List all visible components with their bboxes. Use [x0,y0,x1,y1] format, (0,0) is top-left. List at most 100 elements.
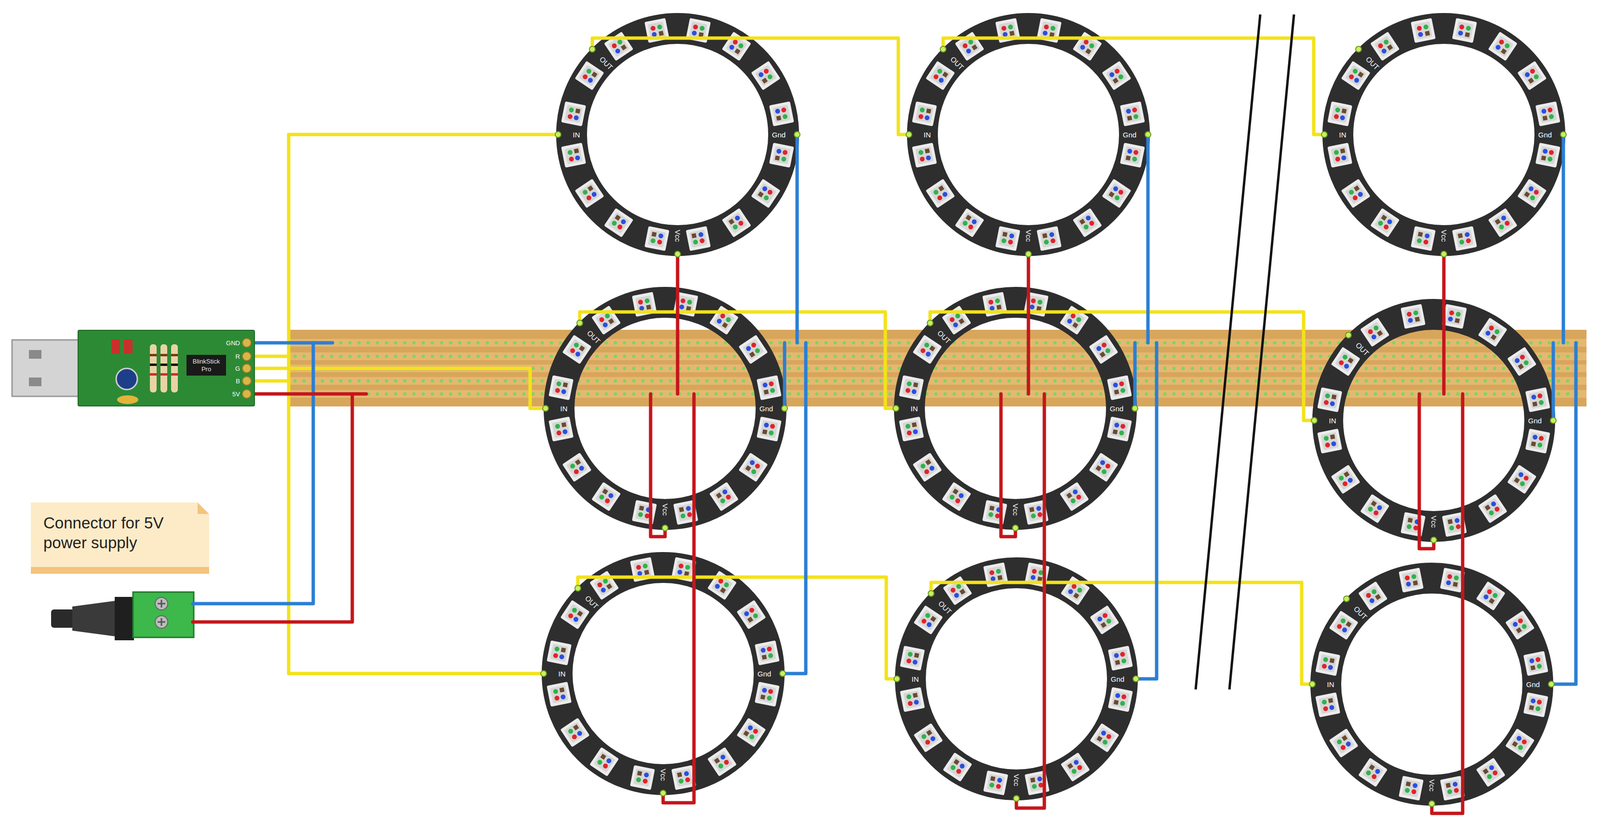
strip-hole [1236,392,1240,396]
led-red [1370,773,1378,780]
led-body [1315,692,1341,718]
led-die [942,71,948,78]
strip-hole [1062,354,1067,359]
led-die [1079,218,1086,225]
strip-hole [385,379,389,383]
strip-hole [852,354,856,359]
ring-pins [540,46,1567,807]
strip-hole [668,379,673,383]
led-blue [1331,440,1337,447]
led-green [1534,705,1541,712]
strip-hole [687,341,691,345]
strip-hole [540,354,545,359]
led-red [780,106,787,113]
led-green [1423,24,1429,30]
strip-hole [1080,354,1085,359]
strip-hole [586,392,590,396]
strip-hole [531,379,535,383]
led-body [1315,650,1341,676]
rgb-led [925,60,956,91]
rgb-led [1106,416,1133,442]
led-body [560,599,590,629]
strip-hole [870,392,874,396]
led-red [1406,311,1413,318]
led-green [1119,700,1126,707]
strip-hole [861,366,865,371]
led-green [1351,67,1359,75]
strip-hole [1410,366,1414,371]
rgb-led [1441,303,1467,329]
led-body [1088,334,1119,364]
led-window [1445,515,1464,534]
led-blue [560,388,567,395]
led-green [644,297,651,304]
usb-window [28,377,42,387]
strip-hole [1392,366,1396,371]
led-window [1318,653,1337,673]
led-die [1529,705,1535,711]
led-blue [760,647,767,654]
led-die [658,30,665,37]
ring-pin-name: OUT [583,593,600,610]
strip-hole [952,366,957,371]
led-red [754,462,761,470]
rgb-led [1106,374,1133,400]
strip-hole [971,341,975,345]
rgb-led [1101,60,1132,91]
led-blue [1042,30,1049,37]
strip-hole [1328,341,1332,345]
strip-hole [723,392,728,396]
led-body [1107,645,1134,671]
rgb-led [1478,317,1508,347]
strip-hole [403,379,407,383]
strip-hole [1465,341,1469,345]
led-blue [1445,579,1452,586]
strip-hole [650,354,654,359]
led-window [1040,229,1059,248]
strip-hole [980,392,984,396]
led-red [1536,698,1543,705]
strip-hole [778,341,783,345]
rgb-led [1525,428,1551,454]
led-green [637,511,644,518]
strip-hole [714,366,719,371]
led-die [990,775,996,782]
rgb-led [942,751,973,782]
screw-terminal [133,591,194,638]
led-window [1345,65,1367,87]
strip-hole [1392,341,1396,345]
strip-hole [1245,366,1250,371]
led-red [1131,106,1138,113]
led-window [1526,695,1546,714]
rgb-led [707,570,737,600]
rgb-led [911,101,937,127]
rgb-led [736,599,766,629]
strip-hole [696,341,700,345]
strip-hole [852,366,856,371]
rgb-led [912,452,943,482]
rgb-led [1370,207,1400,238]
led-die [1347,357,1354,363]
strip-hole [870,354,874,359]
led-body [721,207,752,238]
resistor [149,344,157,393]
led-die [1445,782,1452,788]
led-green [1321,698,1328,705]
led-body [1410,226,1436,252]
led-red [1120,423,1126,429]
strip-hole [1254,379,1259,383]
led-body [1089,604,1120,635]
led-body [1505,728,1535,758]
strip-hole [1236,379,1240,383]
ring-pin-name: IN [1329,416,1337,425]
led-window [929,65,951,87]
strip-hole [1547,354,1552,359]
led-green [906,380,913,387]
strip-hole [430,341,435,345]
strip-hole [623,354,627,359]
strip-hole [1465,392,1469,396]
strip-hole [888,392,893,396]
led-green [1105,617,1113,625]
ring-pin-name: Vcc [659,768,667,781]
strip-hole [650,341,654,345]
